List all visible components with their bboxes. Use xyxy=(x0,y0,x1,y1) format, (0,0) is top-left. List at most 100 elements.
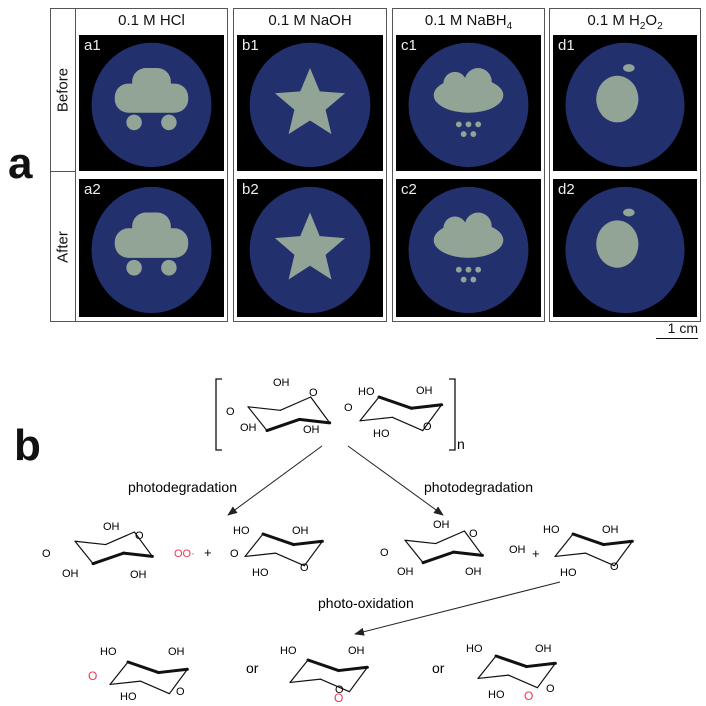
arrow-photodegradation-left xyxy=(227,445,323,516)
photo-c2: c2 xyxy=(396,179,541,317)
label-photodegradation-right: photodegradation xyxy=(424,479,533,495)
svg-text:OH: OH xyxy=(348,645,365,657)
label-photo-oxidation: photo-oxidation xyxy=(318,595,414,611)
cellulose-repeat-unit: n OH O O OH OH O HO OH HO O xyxy=(215,377,465,452)
svg-text:HO: HO xyxy=(466,643,483,655)
photo-d1: d1 xyxy=(553,35,697,171)
svg-text:HO: HO xyxy=(488,689,505,701)
svg-text:HO: HO xyxy=(543,524,560,536)
svg-text:HO: HO xyxy=(280,645,297,657)
column-nabh4: 0.1 M NaBH4 c1 c2 xyxy=(392,8,545,322)
svg-text:or: or xyxy=(246,660,259,676)
svg-text:O: O xyxy=(135,530,144,542)
svg-text:+: + xyxy=(532,546,540,561)
svg-text:HO: HO xyxy=(100,646,117,658)
column-h2o2: 0.1 M H2O2 d1 d2 xyxy=(549,8,701,322)
cloud-pattern xyxy=(408,186,529,314)
svg-text:HO: HO xyxy=(252,567,269,579)
column-title: 0.1 M NaOH xyxy=(268,12,352,29)
svg-text:OH: OH xyxy=(416,385,433,397)
svg-text:OO·: OO· xyxy=(174,548,195,560)
svg-text:O: O xyxy=(524,689,533,703)
oxidation-products: HO OH O HO O or HO OH O O or HO OH HO O … xyxy=(88,643,555,705)
apple-pattern xyxy=(565,42,685,168)
svg-text:OH: OH xyxy=(103,521,120,533)
svg-text:OH: OH xyxy=(602,524,619,536)
glucose-ring xyxy=(74,531,154,566)
svg-text:O: O xyxy=(546,683,555,695)
degradation-products: OH O O OH OH OO· + O HO OH HO O OH O O O… xyxy=(42,519,619,581)
photo-b1: b1 xyxy=(237,35,383,171)
star-shape xyxy=(274,68,346,135)
svg-text:OH: OH xyxy=(509,544,526,556)
glucose-ring xyxy=(109,660,189,695)
row-label-before: Before xyxy=(50,8,76,172)
svg-text:OH: OH xyxy=(292,525,309,537)
svg-text:O: O xyxy=(42,548,51,560)
svg-text:O: O xyxy=(309,387,318,399)
svg-text:HO: HO xyxy=(560,567,577,579)
photo-b2: b2 xyxy=(237,179,383,317)
car-pattern xyxy=(91,186,212,314)
svg-text:OH: OH xyxy=(240,422,257,434)
svg-text:OH: OH xyxy=(303,424,320,436)
svg-text:HO: HO xyxy=(120,691,137,703)
column-title: 0.1 M NaBH4 xyxy=(424,12,513,32)
glucose-ring xyxy=(359,395,444,432)
cloud-shape xyxy=(433,68,504,137)
svg-text:O: O xyxy=(380,547,389,559)
svg-text:O: O xyxy=(344,402,353,414)
svg-text:HO: HO xyxy=(373,428,390,440)
row-label-after: After xyxy=(50,171,76,322)
column-title: 0.1 M HCl xyxy=(118,12,185,29)
glucose-ring xyxy=(554,532,634,567)
svg-text:O: O xyxy=(176,686,185,698)
photo-a2: a2 xyxy=(79,179,224,317)
glucose-ring xyxy=(247,396,332,433)
svg-text:OH: OH xyxy=(62,568,79,580)
svg-text:O: O xyxy=(469,528,478,540)
column-naoh: 0.1 M NaOH b1 b2 xyxy=(233,8,387,322)
car-shape xyxy=(114,212,189,276)
reaction-scheme: n OH O O OH OH O HO OH HO O photodegrada… xyxy=(42,377,634,705)
label-photodegradation-left: photodegradation xyxy=(128,479,237,495)
svg-text:O: O xyxy=(230,548,239,560)
svg-text:OH: OH xyxy=(130,569,147,581)
svg-text:HO: HO xyxy=(358,386,375,398)
apple-shape xyxy=(596,208,639,268)
star-shape xyxy=(274,212,346,280)
svg-text:OH: OH xyxy=(168,646,185,658)
glucose-ring xyxy=(477,654,557,689)
apple-pattern xyxy=(565,186,685,314)
photo-a1: a1 xyxy=(79,35,224,171)
svg-text:O: O xyxy=(423,421,432,433)
svg-text:or: or xyxy=(432,660,445,676)
svg-text:OH: OH xyxy=(535,643,552,655)
cloud-pattern xyxy=(408,42,529,168)
panel-b-label: b xyxy=(14,421,41,470)
glucose-ring xyxy=(404,530,484,565)
svg-text:O: O xyxy=(226,406,235,418)
star-pattern xyxy=(249,42,371,168)
svg-text:OH: OH xyxy=(433,519,450,531)
arrow-photodegradation-right xyxy=(347,445,444,516)
column-hcl: 0.1 M HCl a1 a2 xyxy=(75,8,228,322)
glucose-ring xyxy=(289,658,369,693)
svg-text:OH: OH xyxy=(397,566,414,578)
panel-a-label: a xyxy=(8,139,33,188)
svg-text:OH: OH xyxy=(273,377,290,389)
photo-d2: d2 xyxy=(553,179,697,317)
svg-text:O: O xyxy=(334,691,343,705)
svg-text:HO: HO xyxy=(233,525,250,537)
svg-text:n: n xyxy=(457,436,465,452)
star-pattern xyxy=(249,186,371,314)
column-title: 0.1 M H2O2 xyxy=(587,12,663,32)
apple-shape xyxy=(596,64,639,123)
glucose-ring xyxy=(244,532,324,567)
svg-text:O: O xyxy=(88,669,97,683)
arrow-photo-oxidation xyxy=(354,581,561,636)
svg-text:O: O xyxy=(300,562,309,574)
car-pattern xyxy=(91,42,212,168)
svg-text:OH: OH xyxy=(465,566,482,578)
